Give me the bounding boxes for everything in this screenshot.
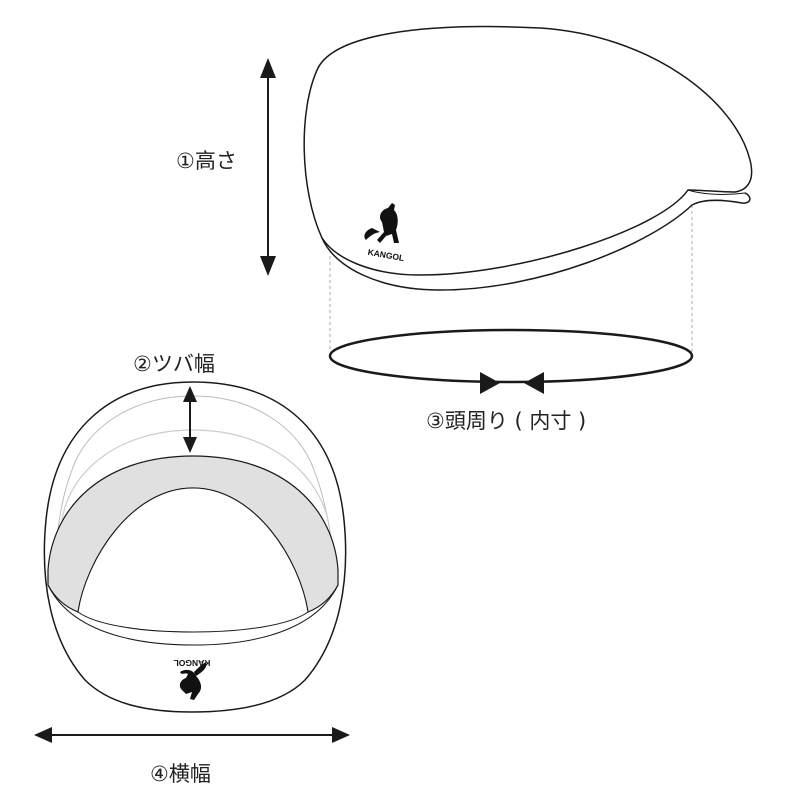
head-circumference-label: ③頭周り ( 内寸 ) bbox=[426, 409, 587, 433]
circumference-arrow-left-icon bbox=[524, 372, 544, 394]
height-arrow-up-icon bbox=[260, 58, 276, 78]
width-arrow-right-icon bbox=[332, 727, 350, 743]
height-arrow-down-icon bbox=[260, 256, 276, 276]
head-circumference-ellipse bbox=[328, 328, 694, 384]
brim-width-arrow-down-icon bbox=[183, 437, 197, 453]
logo-text-bottom: KANGOL bbox=[174, 658, 211, 668]
brim-width-arrow-up-icon bbox=[183, 386, 197, 402]
kangaroo-logo-icon bbox=[364, 203, 399, 243]
cap-side-view: KANGOL bbox=[260, 25, 753, 394]
width-arrow-left-icon bbox=[34, 727, 52, 743]
brim-edge bbox=[61, 429, 329, 521]
cap-band-inner bbox=[687, 189, 746, 195]
brim-width-label: ②ツバ幅 bbox=[133, 352, 215, 376]
width-label: ④横幅 bbox=[150, 762, 211, 786]
circumference-arrow-right-icon bbox=[480, 372, 500, 394]
cap-lower-rim bbox=[47, 584, 339, 646]
cap-bottom-view: KANGOL bbox=[34, 381, 350, 743]
kangaroo-logo-bottom-icon bbox=[179, 662, 207, 700]
cap-crown bbox=[303, 25, 753, 276]
cap-inner-opening bbox=[77, 487, 309, 633]
cap-band bbox=[321, 192, 751, 291]
height-label: ①高さ bbox=[176, 149, 237, 173]
